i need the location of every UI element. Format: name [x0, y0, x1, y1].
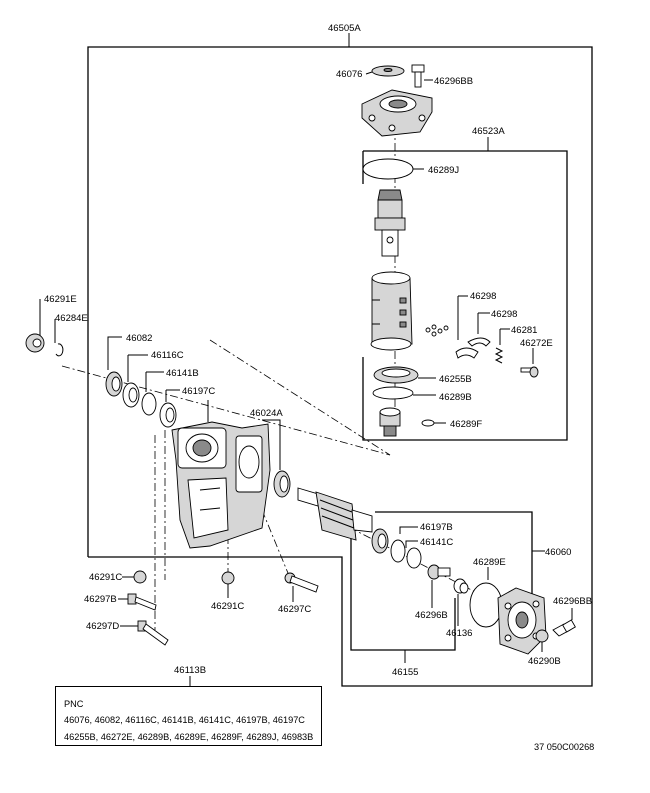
label-46197B: 46197B — [420, 522, 453, 533]
label-46289F: 46289F — [450, 419, 482, 430]
label-46296B: 46296B — [415, 610, 448, 621]
label-46136: 46136 — [446, 628, 472, 639]
label-46297D: 46297D — [86, 621, 119, 632]
part-46136 — [453, 578, 469, 626]
label-46281: 46281 — [511, 325, 537, 336]
part-46197C — [159, 389, 180, 428]
part-46024A-bearing — [262, 419, 291, 498]
part-46116C-left — [122, 354, 148, 408]
label-46290B: 46290B — [528, 656, 561, 667]
label-46291C-mid: 46291C — [211, 601, 244, 612]
part-46289F-oring — [421, 419, 446, 427]
label-46113B: 46113B — [174, 665, 206, 676]
end-cover-housing — [497, 587, 547, 655]
label-46298-b: 46298 — [491, 309, 517, 320]
label-46116C-left: 46116C — [151, 350, 184, 361]
valve-rotor — [370, 271, 413, 351]
label-46298-a: 46298 — [470, 291, 496, 302]
part-46082-bearing — [105, 336, 123, 397]
label-46255B: 46255B — [439, 374, 472, 385]
part-46297C-bolt — [284, 572, 319, 602]
pnc-title: PNC — [64, 699, 84, 709]
label-46296BB-right: 46296BB — [553, 596, 592, 607]
label-46141B-left: 46141B — [166, 368, 199, 379]
part-46272E-screw — [520, 348, 539, 378]
part-46297B-bolt — [118, 593, 157, 611]
label-46523A: 46523A — [472, 126, 505, 137]
part-46289E-oring — [469, 567, 503, 628]
pnc-line-1: 46076, 46082, 46116C, 46141B, 46141C, 46… — [64, 715, 305, 725]
center-lines — [61, 95, 531, 630]
part-46141B-left — [141, 371, 164, 416]
part-46289J-oring — [362, 158, 424, 180]
valve-bushing — [379, 407, 401, 437]
label-46505A: 46505A — [328, 23, 361, 34]
pinion-shaft — [297, 487, 373, 541]
label-46291C-left: 46291C — [89, 572, 122, 583]
label-46297C: 46297C — [278, 604, 311, 615]
valve-housing-top — [361, 89, 433, 137]
gear-housing — [171, 400, 271, 549]
label-46272E: 46272E — [520, 338, 553, 349]
pnc-line-2: 46255B, 46272E, 46289B, 46289E, 46289F, … — [64, 732, 314, 742]
part-46291E-nut — [25, 299, 45, 353]
part-46290B-nut — [535, 629, 549, 652]
label-46060: 46060 — [545, 547, 571, 558]
label-46141C: 46141C — [420, 537, 453, 548]
part-46289B-ring — [372, 386, 436, 400]
assembly-frame-46505A — [87, 33, 593, 687]
part-46296BB-top-bolt — [411, 64, 433, 88]
pnc-box: PNC 46076, 46082, 46116C, 46141B, 46141C… — [55, 686, 322, 746]
label-46289J: 46289J — [428, 165, 459, 176]
label-46076: 46076 — [336, 69, 362, 80]
part-46298-clip-b — [467, 312, 491, 347]
label-46291E: 46291E — [44, 294, 77, 305]
label-46284E: 46284E — [55, 313, 88, 324]
part-46291C-left-nut — [122, 570, 147, 584]
part-46255B-seal — [373, 366, 436, 384]
valve-shaft — [374, 189, 406, 257]
figure-code: 37 050C00268 — [534, 742, 595, 752]
small-balls — [425, 324, 449, 337]
part-46197B — [371, 526, 418, 554]
part-46298-clip-a — [455, 295, 479, 359]
housing-subframe-46060 — [350, 511, 545, 663]
label-46197C: 46197C — [182, 386, 215, 397]
label-46297B: 46297B — [84, 594, 117, 605]
part-46296B — [427, 564, 451, 608]
label-46289B: 46289B — [439, 392, 472, 403]
part-46297D-bolt — [120, 620, 169, 646]
part-46296BB-right-bolt — [552, 608, 576, 637]
label-46024A: 46024A — [250, 408, 283, 419]
label-46155: 46155 — [392, 667, 418, 678]
part-46291C-mid-nut — [221, 571, 235, 598]
part-46141C — [390, 539, 422, 569]
label-46296BB-top: 46296BB — [434, 76, 473, 87]
part-46281-spring — [494, 328, 510, 364]
part-46284E-washer — [54, 319, 64, 357]
label-46289E: 46289E — [473, 557, 506, 568]
label-46082: 46082 — [126, 333, 152, 344]
part-46076-cap — [365, 65, 405, 77]
